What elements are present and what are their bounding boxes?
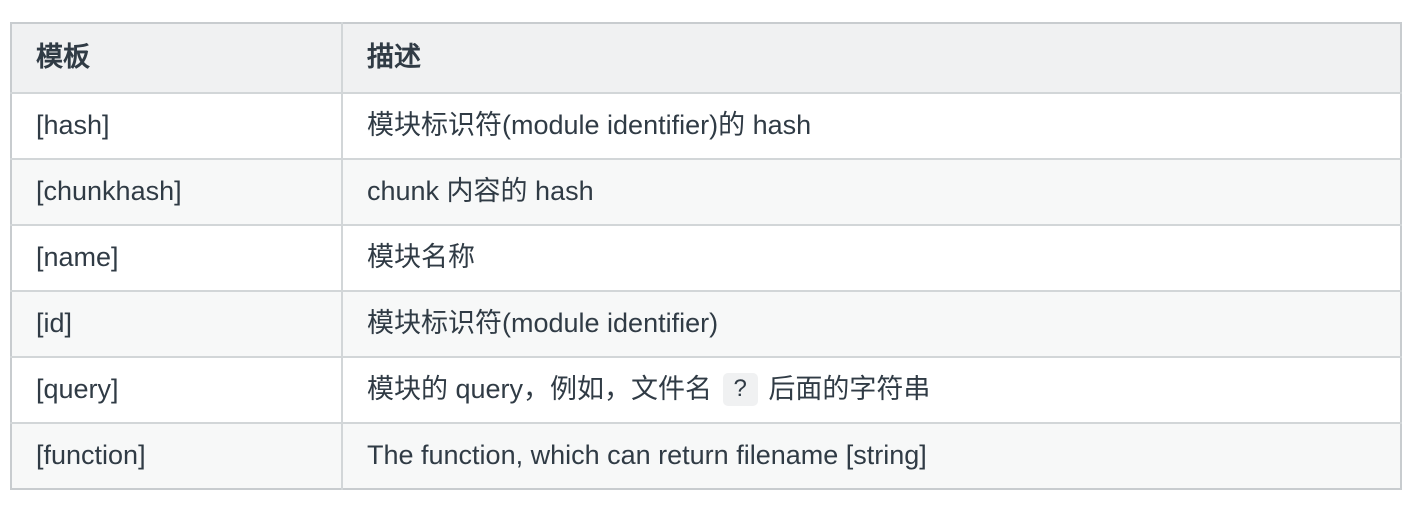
cell-description: 模块名称 [342, 225, 1401, 292]
cell-template: [id] [11, 291, 343, 358]
cell-template: [chunkhash] [11, 159, 343, 226]
description-text: 模块的 query，例如，文件名 [367, 374, 720, 405]
table-row: [query]模块的 query，例如，文件名 ? 后面的字符串 [11, 357, 1401, 424]
inline-code-chip: ? [722, 373, 758, 406]
cell-template: [hash] [11, 93, 343, 160]
table-body: [hash]模块标识符(module identifier)的 hash[chu… [11, 93, 1401, 489]
table-row: [function]The function, which can return… [11, 423, 1401, 489]
table-row: [hash]模块标识符(module identifier)的 hash [11, 93, 1401, 160]
table-row: [chunkhash]chunk 内容的 hash [11, 159, 1401, 226]
filename-template-table: 模板 描述 [hash]模块标识符(module identifier)的 ha… [10, 22, 1402, 490]
column-header-description: 描述 [342, 23, 1401, 94]
column-header-template: 模板 [11, 23, 343, 94]
cell-description: 模块标识符(module identifier)的 hash [342, 93, 1401, 160]
table-header: 模板 描述 [11, 23, 1401, 94]
cell-description: 模块标识符(module identifier) [342, 291, 1401, 358]
description-text: 后面的字符串 [760, 374, 931, 405]
cell-template: [name] [11, 225, 343, 292]
cell-template: [query] [11, 357, 343, 424]
table-header-row: 模板 描述 [11, 23, 1401, 94]
cell-description: The function, which can return filename … [342, 423, 1401, 489]
table-row: [id]模块标识符(module identifier) [11, 291, 1401, 358]
cell-template: [function] [11, 423, 343, 489]
cell-description: 模块的 query，例如，文件名 ? 后面的字符串 [342, 357, 1401, 424]
cell-description: chunk 内容的 hash [342, 159, 1401, 226]
table-row: [name]模块名称 [11, 225, 1401, 292]
